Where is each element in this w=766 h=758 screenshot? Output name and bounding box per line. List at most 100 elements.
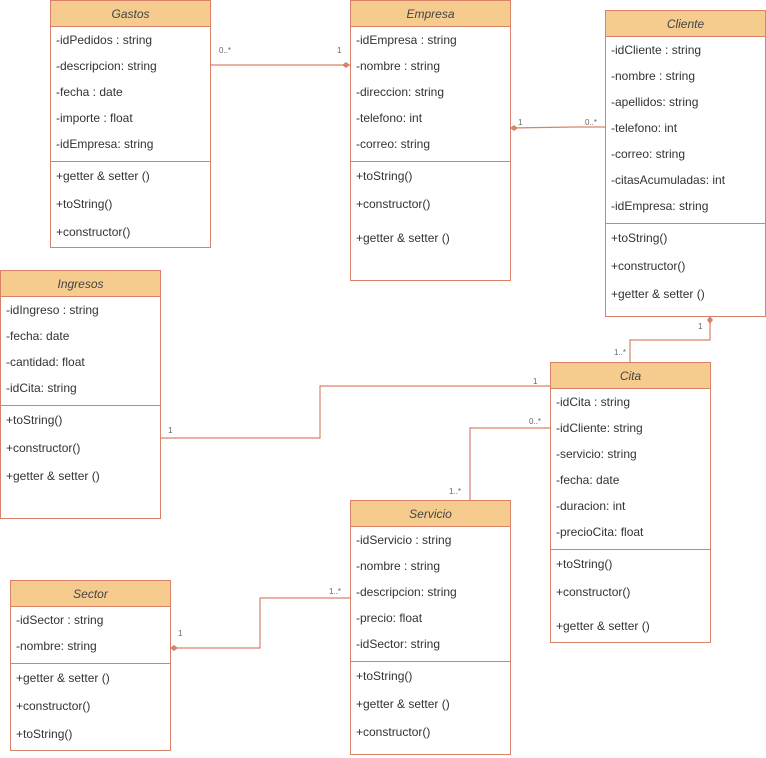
class-name: Cliente — [606, 11, 765, 37]
link-servicio-cita — [469, 427, 550, 500]
operations-section: +toString() +constructor() +getter & set… — [606, 224, 765, 308]
diamond-cliente-cita — [707, 316, 713, 324]
attribute: -fecha: date — [556, 473, 620, 487]
operation: +constructor() — [56, 225, 131, 239]
mult-cita-cliente-to: 1 — [698, 322, 703, 331]
operation: +getter & setter () — [556, 619, 650, 633]
attributes-section: -idCita : string -idCliente: string -ser… — [551, 389, 710, 550]
attribute: -nombre : string — [611, 69, 696, 83]
attribute: -idCita: string — [6, 381, 77, 395]
attribute: -apellidos: string — [611, 95, 699, 109]
operations-section: +getter & setter () +constructor() +toSt… — [11, 664, 170, 748]
attribute: -servicio: string — [556, 447, 637, 461]
attributes-section: -idSector : string -nombre: string — [11, 607, 170, 664]
operation: +getter & setter () — [611, 287, 705, 301]
operations-section: +toString() +constructor() +getter & set… — [551, 550, 710, 640]
attribute: -citasAcumuladas: int — [611, 173, 726, 187]
attribute: -idPedidos : string — [56, 33, 153, 47]
operation: +toString() — [611, 231, 668, 245]
class-empresa[interactable]: Empresa -idEmpresa : string -nombre : st… — [350, 0, 511, 281]
class-ingresos[interactable]: Ingresos -idIngreso : string -fecha: dat… — [0, 270, 161, 519]
attribute: -idSector : string — [16, 613, 104, 627]
operation: +constructor() — [356, 197, 431, 211]
mult-cliente-empresa-to: 1 — [518, 118, 523, 127]
operation: +constructor() — [356, 725, 431, 739]
attribute: -nombre: string — [16, 639, 97, 653]
class-name: Cita — [551, 363, 710, 389]
attribute: -idServicio : string — [356, 533, 452, 547]
attributes-section: -idIngreso : string -fecha: date -cantid… — [1, 297, 160, 406]
class-cita[interactable]: Cita -idCita : string -idCliente: string… — [550, 362, 711, 643]
operation: +getter & setter () — [356, 697, 450, 711]
attributes-section: -idServicio : string -nombre : string -d… — [351, 527, 510, 662]
mult-gastos-empresa-from: 0..* — [219, 46, 232, 55]
operation: +toString() — [356, 669, 413, 683]
mult-servicio-cita-from: 1..* — [449, 487, 462, 496]
link-cliente-empresa — [509, 126, 605, 129]
class-servicio[interactable]: Servicio -idServicio : string -nombre : … — [350, 500, 511, 755]
attribute: -importe : float — [56, 111, 133, 125]
attribute: -telefono: int — [356, 111, 423, 125]
mult-cita-cliente-from: 1..* — [614, 348, 627, 357]
operation: +constructor() — [611, 259, 686, 273]
attribute: -fecha: date — [6, 329, 70, 343]
attribute: -duracion: int — [556, 499, 626, 513]
mult-cliente-empresa-from: 0..* — [585, 118, 598, 127]
attribute: -idEmpresa: string — [611, 199, 709, 213]
operation: +getter & setter () — [16, 671, 110, 685]
operation: +toString() — [56, 197, 113, 211]
class-sector[interactable]: Sector -idSector : string -nombre: strin… — [10, 580, 171, 751]
attribute: -correo: string — [356, 137, 431, 151]
class-gastos[interactable]: Gastos -idPedidos : string -descripcion:… — [50, 0, 211, 248]
attribute: -idIngreso : string — [6, 303, 99, 317]
attribute: -correo: string — [611, 147, 686, 161]
attribute: -direccion: string — [356, 85, 445, 99]
operations-section: +toString() +constructor() +getter & set… — [351, 162, 510, 252]
attribute: -idSector: string — [356, 637, 441, 651]
attribute: -nombre : string — [356, 559, 441, 573]
class-name: Sector — [11, 581, 170, 607]
attribute: -descripcion: string — [356, 585, 457, 599]
operations-section: +toString() +constructor() +getter & set… — [1, 406, 160, 490]
operations-section: +getter & setter () +toString() +constru… — [51, 162, 210, 246]
operation: +constructor() — [6, 441, 81, 455]
operation: +getter & setter () — [6, 469, 100, 483]
operation: +toString() — [16, 727, 73, 741]
class-name: Ingresos — [1, 271, 160, 297]
mult-servicio-sector-from: 1..* — [329, 587, 342, 596]
attribute: -precioCita: float — [556, 525, 644, 539]
class-name: Empresa — [351, 1, 510, 27]
mult-servicio-cita-to: 0..* — [529, 417, 542, 426]
link-cita-cliente — [629, 316, 711, 362]
attributes-section: -idPedidos : string -descripcion: string… — [51, 27, 210, 162]
mult-gastos-empresa-to: 1 — [337, 46, 342, 55]
attributes-section: -idEmpresa : string -nombre : string -di… — [351, 27, 510, 162]
attribute: -idEmpresa : string — [356, 33, 457, 47]
attribute: -descripcion: string — [56, 59, 157, 73]
attribute: -nombre : string — [356, 59, 441, 73]
operations-section: +toString() +getter & setter () +constru… — [351, 662, 510, 746]
attributes-section: -idCliente : string -nombre : string -ap… — [606, 37, 765, 224]
diamond-empresa-gastos — [342, 62, 350, 68]
attribute: -idCliente: string — [556, 421, 643, 435]
attribute: -idEmpresa: string — [56, 137, 154, 151]
attribute: -idCita : string — [556, 395, 631, 409]
class-name: Servicio — [351, 501, 510, 527]
operation: +toString() — [6, 413, 63, 427]
class-name: Gastos — [51, 1, 210, 27]
operation: +getter & setter () — [56, 169, 150, 183]
operation: +getter & setter () — [356, 231, 450, 245]
attribute: -fecha : date — [56, 85, 123, 99]
link-servicio-sector — [170, 597, 350, 649]
mult-servicio-sector-to: 1 — [178, 629, 183, 638]
operation: +constructor() — [16, 699, 91, 713]
operation: +toString() — [556, 557, 613, 571]
operation: +toString() — [356, 169, 413, 183]
class-cliente[interactable]: Cliente -idCliente : string -nombre : st… — [605, 10, 766, 317]
diamond-empresa-cliente — [510, 125, 518, 131]
mult-ingresos-cita-from: 1 — [168, 426, 173, 435]
attribute: -precio: float — [356, 611, 423, 625]
operation: +constructor() — [556, 585, 631, 599]
attribute: -idCliente : string — [611, 43, 702, 57]
